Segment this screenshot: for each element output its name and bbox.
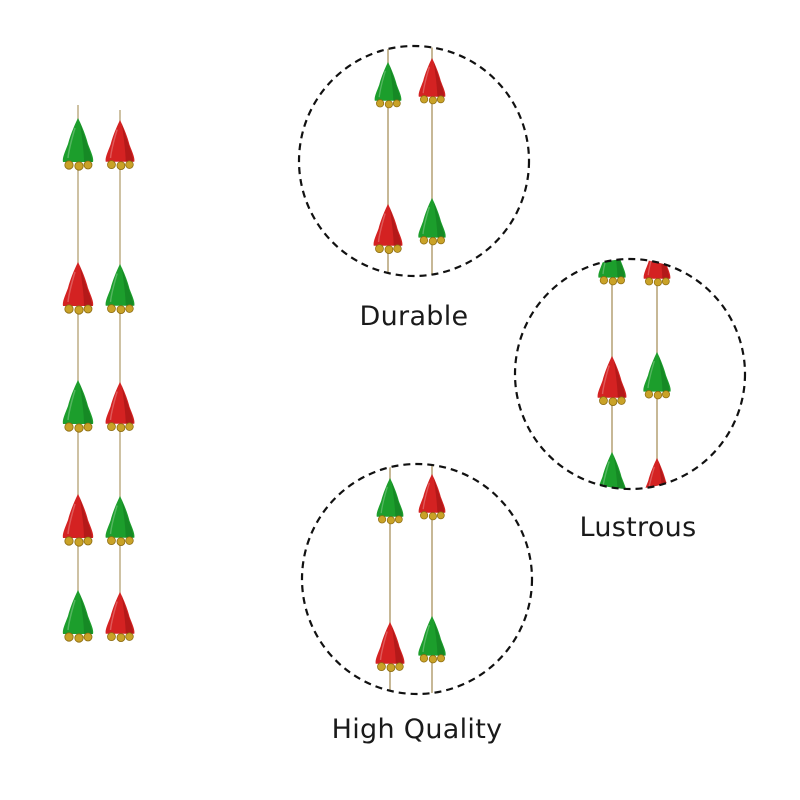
red-bell-icon [62, 262, 94, 315]
red-bell-icon [375, 622, 405, 672]
red-bell-icon [62, 494, 94, 547]
green-bell-icon [597, 452, 627, 489]
zoom-circle-quality [300, 462, 534, 696]
red-bell-icon [105, 592, 135, 642]
green-bell-icon [598, 259, 626, 286]
red-bell-icon [597, 356, 627, 406]
feature-label-durable: Durable [359, 301, 469, 332]
red-bell-icon [643, 458, 671, 489]
red-bell-icon [105, 382, 135, 432]
red-bell-icon [373, 204, 403, 254]
red-bell-icon [418, 474, 446, 521]
zoom-circle-durable [297, 44, 531, 278]
green-bell-icon [105, 264, 135, 314]
green-bell-icon [62, 380, 94, 433]
green-bell-icon [105, 496, 135, 546]
feature-label-lustrous: Lustrous [579, 512, 697, 543]
green-bell-icon [418, 616, 446, 664]
zoom-circle-lustrous [513, 257, 747, 491]
green-bell-icon [643, 352, 671, 400]
red-bell-icon [418, 58, 446, 105]
green-bell-icon [376, 478, 404, 525]
feature-label-high-quality: High Quality [331, 714, 503, 745]
green-bell-icon [418, 198, 446, 246]
main-bell-string [62, 105, 135, 643]
red-bell-icon [105, 120, 135, 170]
green-bell-icon [62, 590, 94, 643]
green-bell-icon [62, 118, 94, 171]
green-bell-icon [374, 62, 402, 109]
